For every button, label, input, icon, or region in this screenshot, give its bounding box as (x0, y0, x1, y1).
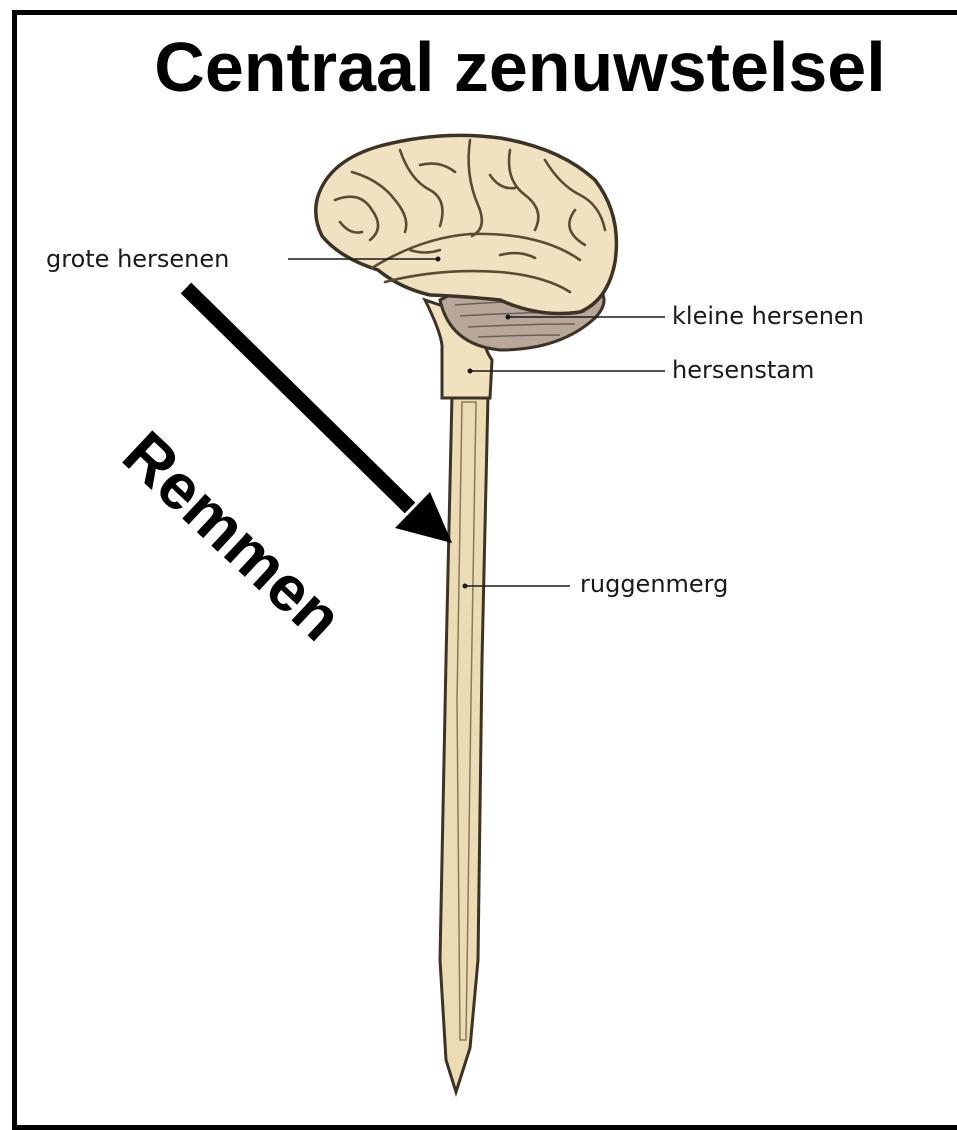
cerebrum-shape (316, 135, 617, 313)
label-hersenstam: hersenstam (672, 356, 814, 384)
label-grote-hersenen: grote hersenen (46, 245, 229, 273)
spinal-cord-shape (440, 395, 488, 1092)
label-ruggenmerg: ruggenmerg (580, 570, 728, 598)
label-kleine-hersenen: kleine hersenen (672, 302, 864, 330)
